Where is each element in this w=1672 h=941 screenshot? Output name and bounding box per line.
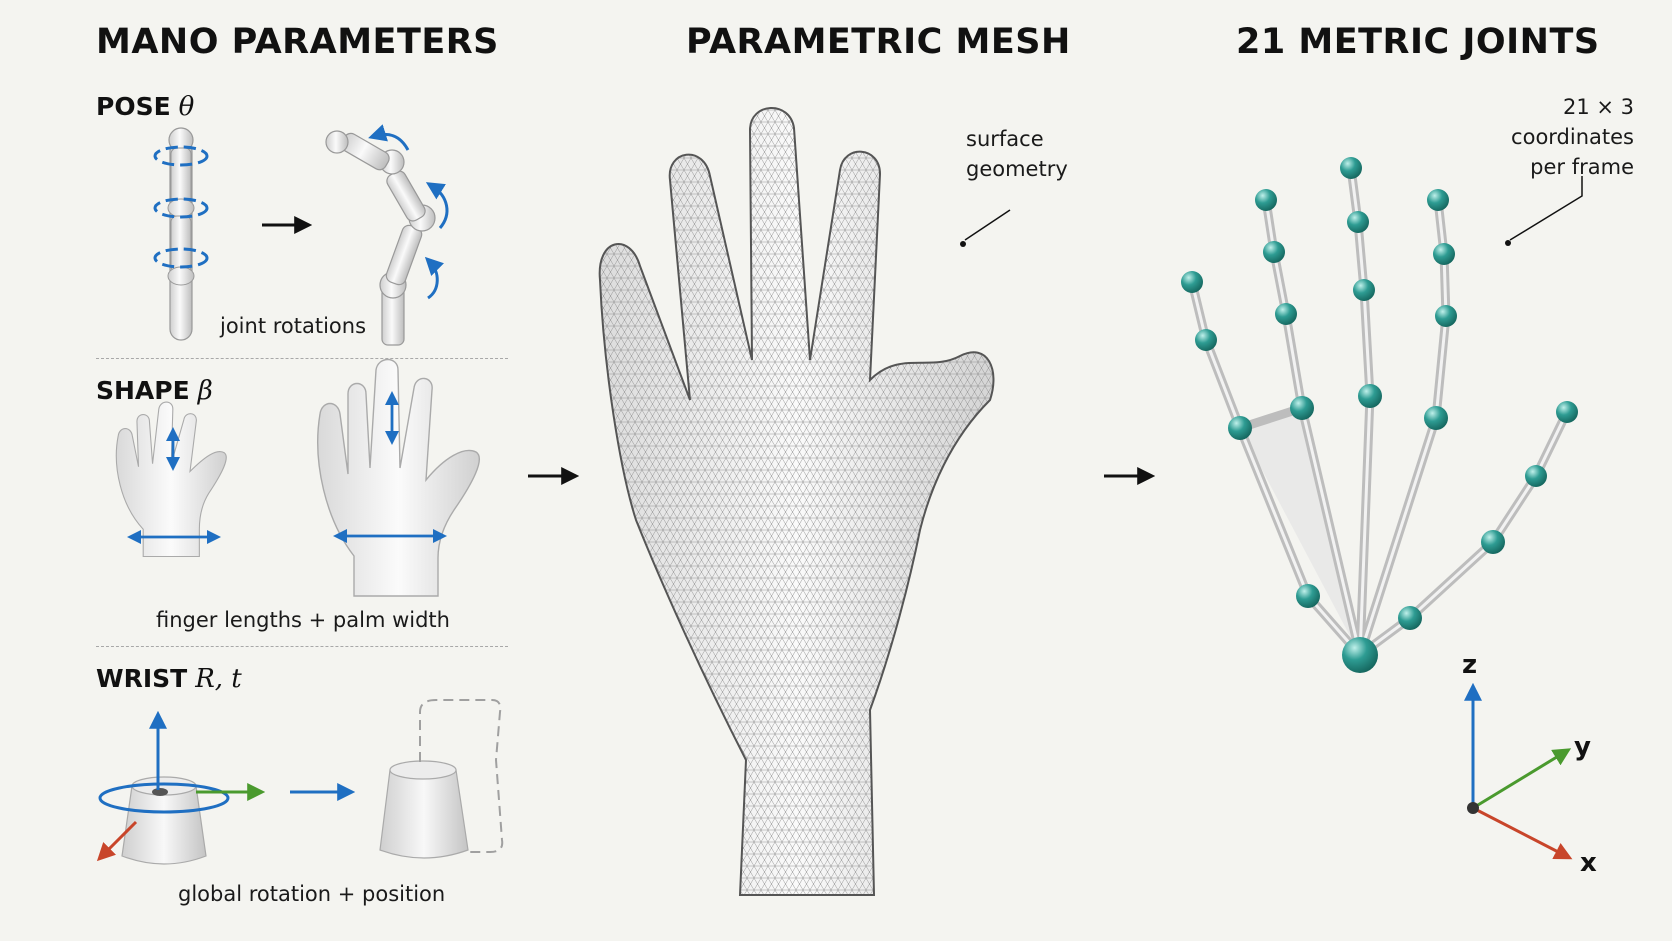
- y-axis-arrow: [1472, 748, 1572, 810]
- x-axis-label: x: [1580, 848, 1597, 878]
- shape-caption: finger lengths + palm width: [156, 608, 450, 632]
- joint-middle-dip: [1347, 211, 1369, 233]
- palm-plane: [1240, 408, 1360, 655]
- translated-cylinder-icon: [379, 760, 469, 859]
- joints-annotation-line1: 21 × 3 coordinates: [1511, 95, 1634, 149]
- joints-annotation: 21 × 3 coordinates per frame: [1440, 92, 1634, 182]
- pose-caption: joint rotations: [220, 314, 367, 338]
- joint-thumb-ip: [1525, 465, 1547, 487]
- pose-label-text: POSE: [96, 92, 171, 121]
- joint-wrist: [1342, 637, 1378, 673]
- section-divider: [96, 358, 508, 359]
- joint-index-dip: [1433, 243, 1455, 265]
- joint-index-mcp: [1424, 406, 1448, 430]
- shape-dimension-arrows: [127, 391, 447, 544]
- joint-spheres: [1181, 157, 1578, 673]
- y-axis-label: y: [1574, 732, 1591, 762]
- shape-label-text: SHAPE: [96, 376, 190, 405]
- wrist-caption: global rotation + position: [178, 882, 446, 906]
- joint-thumb-mcp: [1481, 530, 1505, 554]
- shape-symbol: β: [197, 376, 213, 406]
- pose-symbol: θ: [178, 92, 195, 122]
- rotation-ring-icons: [153, 145, 209, 269]
- straight-finger-icon: [167, 127, 195, 341]
- joints-leader-line: [1509, 176, 1583, 241]
- section-divider: [96, 646, 508, 647]
- wrist-illustration: [96, 699, 504, 865]
- mesh-annotation: surface geometry: [966, 124, 1068, 184]
- joint-middle-pip: [1353, 279, 1375, 301]
- small-hand-icon: [115, 401, 227, 558]
- joint-pinky-dip: [1195, 329, 1217, 351]
- wrist-label-text: WRIST: [96, 664, 188, 693]
- shape-illustration: [115, 358, 481, 597]
- joint-middle-tip: [1340, 157, 1362, 179]
- mano-parameters-title: MANO PARAMETERS: [96, 22, 499, 62]
- joint-thumb-tip: [1556, 401, 1578, 423]
- bend-arrow-icons: [368, 124, 449, 300]
- joint-ring-dip: [1263, 241, 1285, 263]
- joint-thumb-cmc: [1398, 606, 1422, 630]
- pose-illustration: [153, 124, 449, 346]
- axis-origin: [1467, 802, 1479, 814]
- mesh-annotation-line2: geometry: [966, 157, 1068, 181]
- ghost-outline: [419, 699, 504, 853]
- parametric-mesh-title: PARAMETRIC MESH: [686, 22, 1071, 62]
- wrist-symbol: R, t: [195, 664, 242, 694]
- joint-pinky-mcp: [1296, 584, 1320, 608]
- z-axis-label: z: [1462, 650, 1478, 680]
- joint-ring-pip: [1275, 303, 1297, 325]
- joint-index-tip: [1427, 189, 1449, 211]
- joint-pinky-tip: [1181, 271, 1203, 293]
- joint-middle-mcp: [1358, 384, 1382, 408]
- metric-joints-title: 21 METRIC JOINTS: [1236, 22, 1600, 62]
- x-axis-arrow: [1472, 806, 1573, 860]
- joint-pinky-pip: [1228, 416, 1252, 440]
- mesh-annotation-line1: surface: [966, 127, 1044, 151]
- bent-finger-icon: [325, 130, 436, 346]
- wrist-rotation-ring: [98, 782, 230, 814]
- joint-ring-tip: [1255, 189, 1277, 211]
- parametric-mesh-hand: [598, 106, 995, 896]
- joint-ring-mcp: [1290, 396, 1314, 420]
- joints-annotation-line2: per frame: [1530, 155, 1634, 179]
- wrist-cylinder-icon: [121, 776, 207, 865]
- wrist-red-axis: [96, 820, 138, 862]
- joint-index-pip: [1435, 305, 1457, 327]
